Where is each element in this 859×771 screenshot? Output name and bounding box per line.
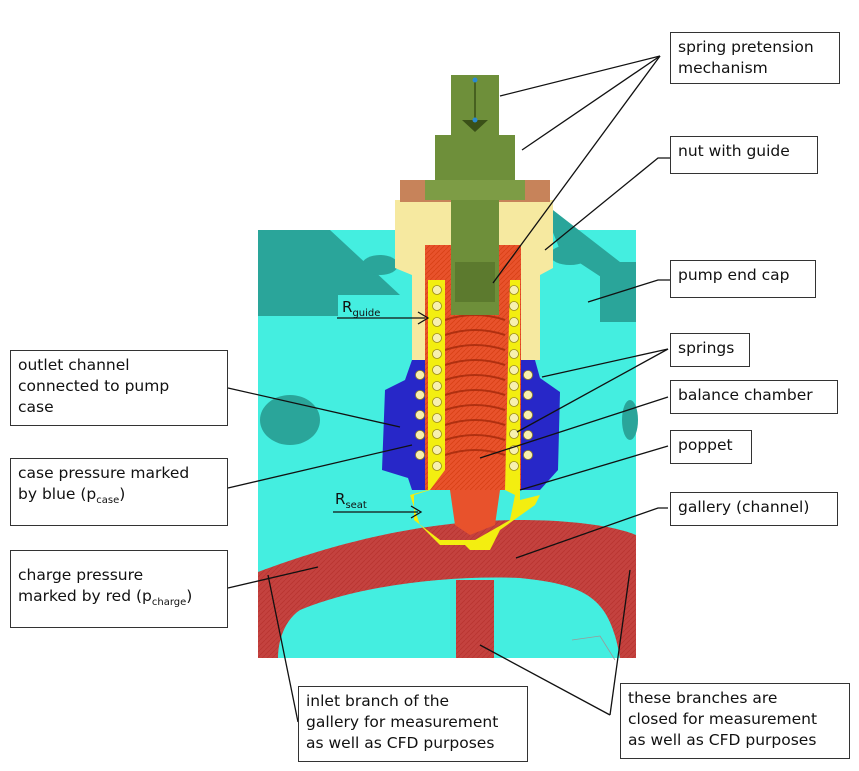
callout-spring-pretension: spring pretension mechanism bbox=[670, 32, 840, 84]
callout-balance-chamber: balance chamber bbox=[670, 380, 838, 414]
callout-text-line: gallery for measurement bbox=[306, 713, 499, 731]
callout-inlet-branch: inlet branch of the gallery for measurem… bbox=[298, 686, 528, 762]
callout-text-line: marked by red (pcharge) bbox=[18, 587, 193, 609]
callout-text-line: balance chamber bbox=[678, 386, 813, 404]
callout-text-line: charge pressure bbox=[18, 566, 144, 584]
callout-text-line: closed for measurement bbox=[628, 710, 818, 728]
spring-balls bbox=[415, 285, 533, 471]
callout-nut-with-guide: nut with guide bbox=[670, 136, 818, 174]
callout-text-line: by blue (pcase) bbox=[18, 485, 126, 507]
callout-closed-branches: these branches are closed for measuremen… bbox=[620, 683, 850, 759]
callout-text-line: case pressure marked bbox=[18, 464, 190, 482]
callout-text-line: outlet channel bbox=[18, 356, 130, 374]
callout-text-line: inlet branch of the bbox=[306, 692, 450, 710]
bg-detail bbox=[571, 635, 616, 661]
callout-outlet-channel: outlet channel connected to pump case bbox=[10, 350, 228, 426]
callout-pump-end-cap: pump end cap bbox=[670, 260, 816, 298]
callout-text-line: case bbox=[18, 398, 54, 416]
callout-springs: springs bbox=[670, 333, 750, 367]
gallery-channel bbox=[258, 520, 636, 658]
callout-text-line: springs bbox=[678, 339, 735, 357]
callout-text-line: poppet bbox=[678, 436, 733, 454]
callout-text-line: these branches are bbox=[628, 689, 778, 707]
callout-text-line: gallery (channel) bbox=[678, 498, 810, 516]
callout-case-pressure: case pressure marked by blue (pcase) bbox=[10, 458, 228, 526]
callout-text-line: nut with guide bbox=[678, 142, 790, 160]
callout-text-line: mechanism bbox=[678, 59, 768, 77]
callout-text-line: spring pretension bbox=[678, 38, 814, 56]
callout-text-line: connected to pump bbox=[18, 377, 170, 395]
callout-text-line: as well as CFD purposes bbox=[628, 731, 817, 749]
poppet bbox=[410, 280, 540, 550]
callout-poppet: poppet bbox=[670, 430, 752, 464]
callout-charge-pressure: charge pressure marked by red (pcharge) bbox=[10, 550, 228, 628]
r-seat-label: Rseat bbox=[335, 490, 367, 511]
spring-pretension-mechanism bbox=[425, 75, 525, 315]
leader-lines bbox=[227, 55, 670, 723]
callout-gallery: gallery (channel) bbox=[670, 492, 838, 526]
callout-text-line: as well as CFD purposes bbox=[306, 734, 495, 752]
r-guide-label: Rguide bbox=[342, 298, 381, 319]
callout-text-line: pump end cap bbox=[678, 266, 790, 284]
